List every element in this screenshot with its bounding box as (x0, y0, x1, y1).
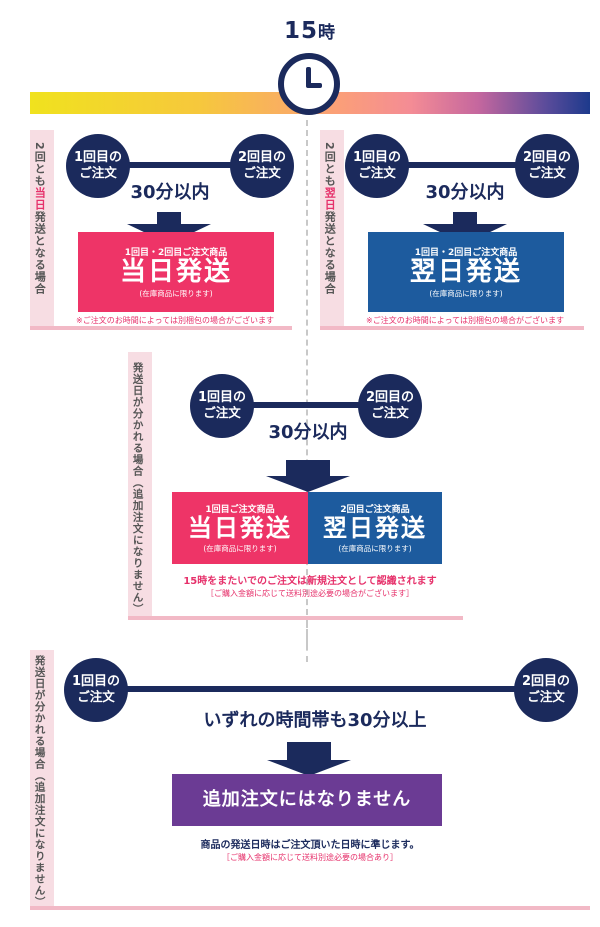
second-order-circle: 2回目の ご注文 (358, 374, 422, 438)
result-title: 翌日発送 (323, 514, 427, 543)
panel-underline (128, 616, 463, 620)
result-note: (在庫商品に限ります) (429, 288, 503, 298)
minutes-label: 30分以内 (425, 182, 505, 203)
minutes-label: 30分以内 (130, 182, 210, 203)
result-note: (在庫商品に限ります) (338, 543, 412, 553)
panel-underline (320, 326, 584, 330)
result-subtitle: 1回目・2回目ご注文商品 (124, 248, 228, 259)
down-arrow-icon (287, 742, 331, 762)
second-order-circle: 2回目の ご注文 (230, 134, 294, 198)
down-arrow-head (267, 760, 351, 776)
result-subtitle: 2回目ご注文商品 (340, 505, 410, 516)
down-arrow-icon (286, 460, 330, 478)
footnote: ※ご注文のお時間によっては別梱包の場合がございます (366, 316, 564, 325)
first-order-circle: 1回目の ご注文 (345, 134, 409, 198)
split-sub-note: ［ご購入金額に応じて送料別途必要の場合がございます］ (206, 589, 414, 598)
no-additional-order-box: 追加注文にはなりません (172, 774, 442, 826)
side-label-next-day: 2回とも翌日発送となる場合 (323, 142, 337, 295)
side-label-split: 発送日が分かれる場合（追加注文になりません） (131, 362, 144, 615)
order-connector (90, 686, 530, 692)
timeline-divider (306, 120, 308, 645)
result-title: 当日発送 (119, 257, 232, 288)
panel-underline (30, 326, 292, 330)
over-main-note: 商品の発送日時はご注文頂いた日時に準じます。 (200, 840, 420, 851)
second-order-circle: 2回目の ご注文 (515, 134, 579, 198)
split-main-note: 15時をまたいでのご注文は新規注文として認識されます (183, 576, 437, 587)
clock-minute-hand (306, 83, 322, 88)
time-number: 15 (283, 18, 318, 44)
down-arrow-head (266, 476, 350, 492)
split-second-result-box: 2回目ご注文商品 翌日発送 (在庫商品に限ります) (308, 492, 442, 564)
down-arrow-icon (157, 212, 181, 226)
first-order-circle: 1回目の ご注文 (190, 374, 254, 438)
result-note: (在庫商品に限ります) (139, 288, 213, 298)
side-tab-over (30, 650, 54, 910)
second-order-circle: 2回目の ご注文 (514, 658, 578, 722)
panel-underline (30, 906, 590, 910)
order-connector (100, 162, 245, 168)
result-subtitle: 1回目・2回目ご注文商品 (414, 248, 518, 259)
down-arrow-icon (453, 212, 477, 226)
timeline-divider (306, 622, 308, 662)
result-title: 当日発送 (188, 514, 292, 543)
result-title: 追加注文にはなりません (202, 788, 412, 810)
split-first-result-box: 1回目ご注文商品 当日発送 (在庫商品に限ります) (172, 492, 308, 564)
clock-hour-hand (306, 67, 311, 87)
side-tab-split (128, 352, 152, 620)
same-day-result-box: 1回目・2回目ご注文商品 当日発送 (在庫商品に限ります) (78, 232, 274, 312)
time-range-label: いずれの時間帯も30分以上 (203, 710, 427, 731)
result-title: 翌日発送 (409, 257, 522, 288)
result-subtitle: 1回目ご注文商品 (205, 505, 275, 516)
minutes-label: 30分以内 (268, 422, 348, 443)
clock-icon (278, 53, 340, 115)
result-note: (在庫商品に限ります) (203, 543, 277, 553)
over-sub-note: ［ご購入金額に応じて送料別途必要の場合あり］ (222, 853, 398, 862)
next-day-result-box: 1回目・2回目ご注文商品 翌日発送 (在庫商品に限ります) (368, 232, 564, 312)
side-tab-next-day (320, 130, 344, 330)
first-order-circle: 1回目の ご注文 (64, 658, 128, 722)
time-label: 15時 (270, 18, 350, 44)
time-unit: 時 (318, 23, 336, 43)
side-label-same-day: 2回とも当日発送となる場合 (33, 142, 47, 295)
side-label-over: 発送日が分かれる場合（追加注文になりません） (33, 655, 46, 908)
order-connector (220, 402, 380, 408)
first-order-circle: 1回目の ご注文 (66, 134, 130, 198)
order-connector (390, 162, 535, 168)
footnote: ※ご注文のお時間によっては別梱包の場合がございます (76, 316, 274, 325)
